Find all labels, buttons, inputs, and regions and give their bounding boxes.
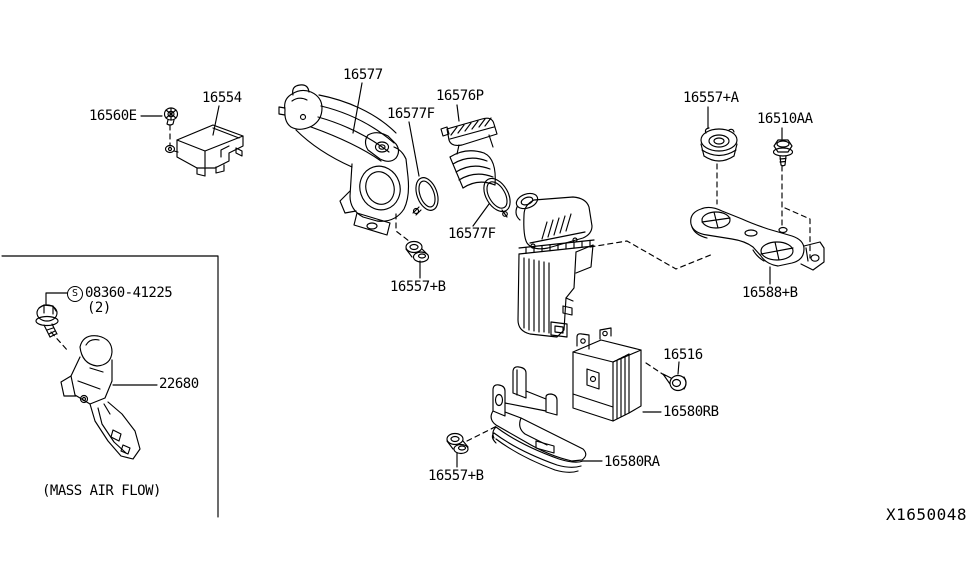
leader-lines [45, 82, 783, 468]
part-label-16557A: 16557+A [683, 90, 739, 106]
resonator-16580RB-drawing [572, 327, 642, 422]
bracket-16588B-drawing [690, 206, 825, 271]
part-label-16554: 16554 [202, 90, 242, 106]
part-label-16576P: 16576P [436, 88, 484, 104]
part-label-16560E: 16560E [89, 108, 137, 124]
air-duct-16577-drawing [278, 84, 410, 236]
diagram-reference-code: X1650048 [886, 505, 968, 524]
air-cleaner-assembly-drawing [515, 192, 595, 338]
part-label-16577F-upper: 16577F [387, 106, 435, 122]
bracket-16580RA-drawing [490, 366, 587, 473]
standard-part-symbol-icon: S [67, 286, 83, 302]
part-label-16510AA: 16510AA [757, 111, 813, 127]
screw-08360-drawing [35, 304, 59, 338]
bolt-16510AA-drawing [772, 139, 794, 167]
grommet-16557A-drawing [700, 127, 738, 162]
inset-caption-mass-air-flow: (MASS AIR FLOW) [42, 483, 161, 499]
part-label-16557B-duct: 16557+B [390, 279, 446, 295]
part-label-16577F-lower: 16577F [448, 226, 496, 242]
fastener-quantity: (2) [87, 300, 111, 316]
maf-sensor-22680-drawing [60, 335, 141, 460]
part-label-22680: 22680 [159, 376, 199, 392]
grommet-16557B-duct-drawing [405, 240, 430, 263]
clamp-16577F-upper-drawing [412, 177, 439, 216]
fastener-part-number: 08360-41225 [85, 285, 173, 301]
part-label-16516: 16516 [663, 347, 703, 363]
clamp-16577F-lower-drawing [483, 177, 511, 218]
cover-16554-drawing [164, 124, 244, 177]
part-label-16577: 16577 [343, 67, 383, 83]
maf-inset-frame [1, 255, 219, 518]
dashed-alignment-lines [50, 124, 811, 442]
part-label-16580RB: 16580RB [663, 404, 719, 420]
bolt-16516-drawing [662, 373, 687, 392]
part-label-16588B: 16588+B [742, 285, 798, 301]
screw-16560E-drawing [163, 107, 179, 126]
grommet-16557B-lower-drawing [446, 432, 469, 455]
part-label-16557B-lower: 16557+B [428, 468, 484, 484]
part-label-16580RA: 16580RA [604, 454, 660, 470]
inlet-duct-16576P-drawing [440, 117, 498, 189]
fastener-note: S 08360-41225 [67, 285, 173, 302]
